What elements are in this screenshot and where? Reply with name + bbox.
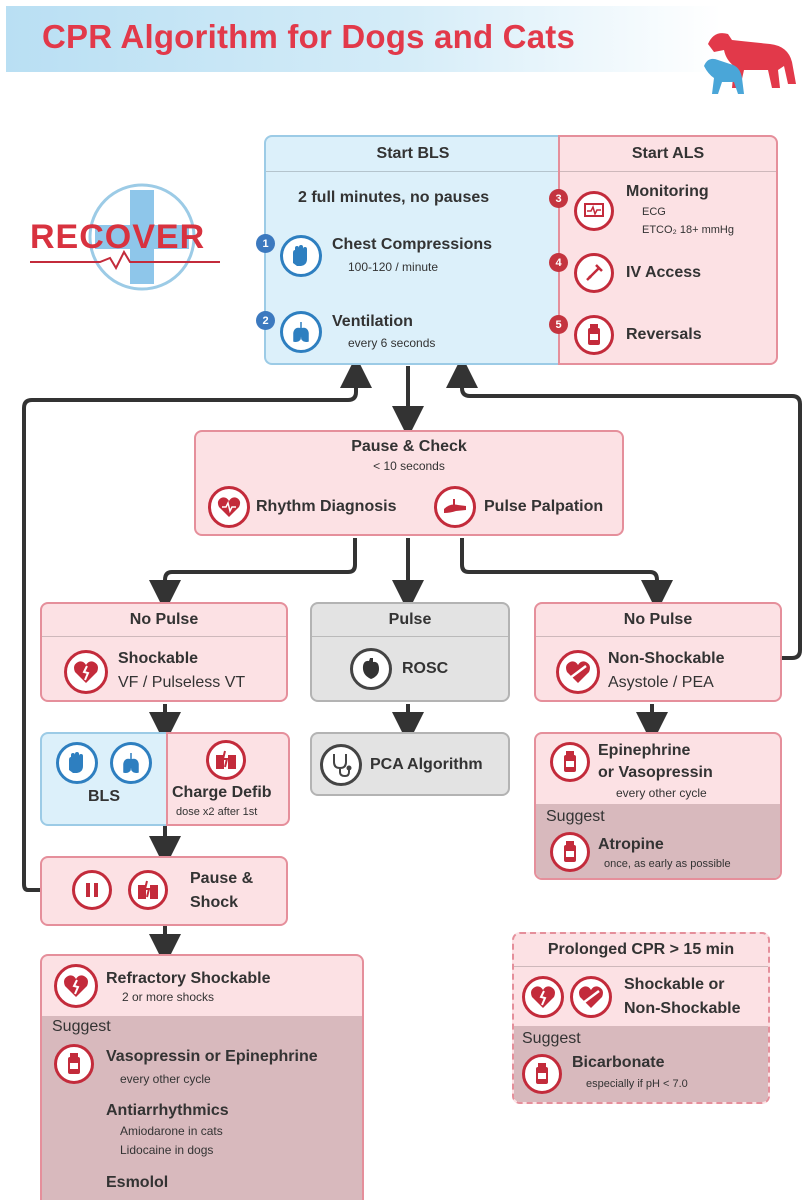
broken-heart-icon (556, 650, 600, 694)
antiarrhythmics-label: Antiarrhythmics (106, 1102, 229, 1119)
broken-heart-icon (570, 976, 612, 1018)
vaso-epi-detail: every other cycle (120, 1072, 211, 1086)
charge-defib-label: Charge Defib (172, 784, 272, 801)
shockable-label: Shockable (118, 650, 199, 667)
title-banner (6, 6, 721, 72)
step-number-4: 4 (549, 253, 568, 272)
hands-icon (56, 742, 98, 784)
pulse-hand-icon (434, 486, 476, 528)
bls-header: Start BLS (266, 137, 560, 172)
bicarbonate-label: Bicarbonate (572, 1054, 665, 1071)
prolonged-cpr-title: Prolonged CPR > 15 min (514, 934, 768, 967)
iv-access-label: IV Access (626, 264, 702, 281)
vaso-epi-label: Vasopressin or Epinephrine (106, 1048, 318, 1065)
vial-icon (54, 1044, 94, 1084)
non-shockable-detail: Asystole / PEA (608, 674, 714, 691)
recover-logo-text: RECOVER (30, 218, 206, 256)
monitoring-label: Monitoring (626, 183, 709, 200)
non-shockable-label: Non-Shockable (608, 650, 725, 667)
bicarbonate-detail: especially if pH < 7.0 (586, 1078, 688, 1090)
syringe-icon (574, 253, 614, 293)
recover-logo: RECOVER (20, 180, 240, 295)
compressions-detail: 100-120 / minute (348, 260, 439, 274)
pause-check-box: Pause & Check < 10 seconds Rhythm Diagno… (194, 430, 624, 536)
hands-icon (280, 235, 322, 277)
vasopressin-label: or Vasopressin (598, 764, 713, 781)
pause-check-title: Pause & Check (351, 438, 467, 455)
page-title: CPR Algorithm for Dogs and Cats (42, 18, 575, 55)
charge-defib-detail: dose x2 after 1st (176, 806, 258, 818)
heart-rosc-icon (350, 648, 392, 690)
pause-shock-label-2: Shock (190, 894, 239, 911)
monitor-icon (574, 191, 614, 231)
als-panel: Start ALS 3 Monitoring ECG ETCO₂ 18+ mmH… (549, 135, 778, 365)
pause-check-subtitle: < 10 seconds (373, 459, 445, 473)
broken-heart-icon (64, 650, 108, 694)
broken-heart-icon (54, 964, 98, 1008)
pause-shock-box: Pause & Shock (40, 856, 288, 926)
pulse-header: Pulse (312, 604, 508, 637)
vial-icon (522, 1054, 562, 1094)
no-pulse-right-header: No Pulse (536, 604, 780, 637)
atropine-label: Atropine (598, 836, 664, 853)
step-number-5: 5 (549, 315, 568, 334)
right-suggest-label: Suggest (546, 808, 605, 825)
rosc-label: ROSC (402, 660, 449, 677)
pause-icon (72, 870, 112, 910)
step-number-3: 3 (549, 189, 568, 208)
prolonged-cpr-box: Prolonged CPR > 15 min Shockable or Non-… (512, 932, 770, 1104)
pca-label: PCA Algorithm (370, 756, 483, 773)
lungs-icon (280, 311, 322, 353)
defib-icon (128, 870, 168, 910)
defib-icon (206, 740, 246, 780)
refractory-box: Refractory Shockable 2 or more shocks Su… (40, 954, 364, 1200)
vial-icon (550, 742, 590, 782)
als-header: Start ALS (560, 137, 776, 172)
compressions-label: Chest Compressions (332, 236, 493, 253)
esmolol-label: Esmolol (106, 1174, 169, 1191)
charge-defib-box: Charge Defib dose x2 after 1st (166, 732, 290, 826)
ventilation-label: Ventilation (332, 313, 413, 330)
stethoscope-icon (320, 744, 362, 786)
no-pulse-left-header: No Pulse (42, 604, 286, 637)
refractory-title: Refractory Shockable (106, 970, 271, 987)
refractory-suggest-label: Suggest (52, 1018, 111, 1035)
monitoring-etco2: ETCO₂ 18+ mmHg (642, 224, 734, 236)
bls-label: BLS (88, 788, 120, 805)
no-pulse-shockable-box: No Pulse Shockable VF / Pulseless VT (40, 602, 288, 702)
step-number-2: 2 (256, 311, 275, 330)
reversals-label: Reversals (626, 326, 702, 343)
atropine-detail: once, as early as possible (604, 858, 731, 870)
dog-cat-icon (700, 22, 800, 98)
refractory-suggest-zone (42, 1016, 362, 1200)
refractory-subtitle: 2 or more shocks (122, 990, 215, 1004)
epinephrine-detail: every other cycle (616, 786, 707, 800)
prolonged-label-2: Non-Shockable (624, 1000, 741, 1017)
epinephrine-box: Epinephrine or Vasopressin every other c… (534, 732, 782, 880)
rhythm-diagnosis-label: Rhythm Diagnosis (256, 498, 397, 515)
lidocaine-label: Lidocaine in dogs (120, 1143, 214, 1157)
vial-icon (550, 832, 590, 872)
ventilation-detail: every 6 seconds (348, 336, 436, 350)
shockable-detail: VF / Pulseless VT (118, 674, 246, 691)
bls-charge-blue: BLS (40, 732, 168, 826)
broken-heart-icon (522, 976, 564, 1018)
pause-shock-label-1: Pause & (190, 870, 254, 887)
prolonged-label-1: Shockable or (624, 976, 725, 993)
epinephrine-label: Epinephrine (598, 742, 691, 759)
no-pulse-nonshockable-box: No Pulse Non-Shockable Asystole / PEA (534, 602, 782, 702)
bls-subtitle: 2 full minutes, no pauses (298, 189, 490, 206)
heart-icon (208, 486, 250, 528)
pulse-rosc-box: Pulse ROSC (310, 602, 510, 702)
lungs-icon (110, 742, 152, 784)
bls-panel: Start BLS 2 full minutes, no pauses 1 Ch… (256, 135, 560, 365)
prolonged-suggest-label: Suggest (522, 1030, 581, 1047)
pca-box: PCA Algorithm (310, 732, 510, 796)
monitoring-ecg: ECG (642, 206, 666, 218)
vial-icon (574, 315, 614, 355)
pulse-palpation-label: Pulse Palpation (484, 498, 604, 515)
step-number-1: 1 (256, 234, 275, 253)
amiodarone-label: Amiodarone in cats (120, 1124, 223, 1138)
